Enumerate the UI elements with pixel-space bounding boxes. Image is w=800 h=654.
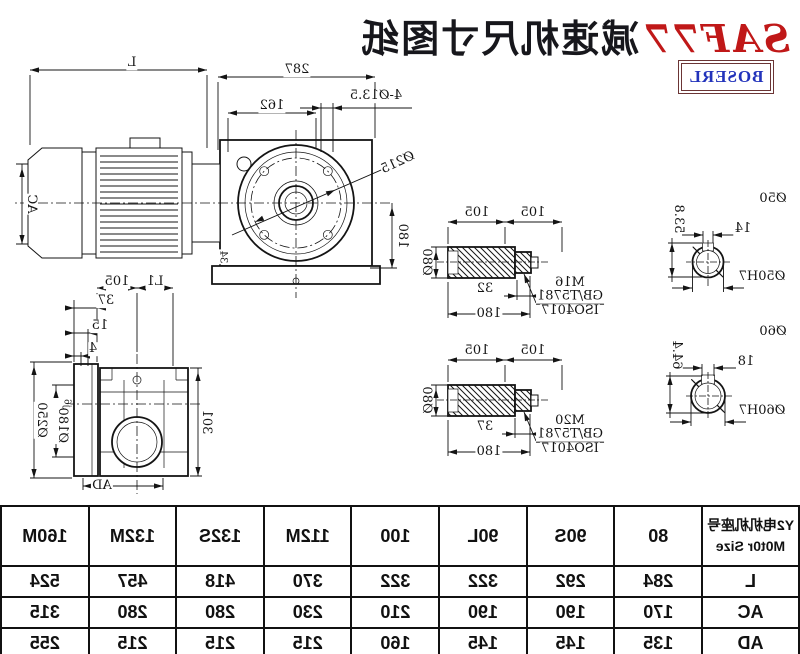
header-line1: Y2电机机座号 <box>706 517 795 533</box>
cell-AC-6: 280 <box>88 597 177 628</box>
table-header-row: Y2电机机座号 M0t0r Size 80 90S 90L 100 112M 1… <box>1 506 799 566</box>
m16-standard-label: GB/T5781 <box>535 288 605 305</box>
bore60-title: Ø60 <box>758 324 788 340</box>
col-100: 100 <box>351 506 440 566</box>
dim-flange-length: 162 <box>258 98 286 114</box>
dim-center-height: 180 <box>394 222 410 250</box>
cell-L-5: 418 <box>176 566 264 597</box>
cell-AD-3: 160 <box>351 628 440 654</box>
cell-AC-3: 210 <box>351 597 440 628</box>
col-90l: 90L <box>439 506 527 566</box>
out-d4: 4 <box>87 341 99 357</box>
out-seg: 105 <box>103 274 131 290</box>
cell-L-7: 524 <box>1 566 89 597</box>
col-90s: 90S <box>526 506 615 566</box>
row-label-AD: AD <box>702 628 799 654</box>
bore50-bore: Ø50H7 <box>737 269 787 285</box>
table-row-L: L 284 292 322 322 370 418 457 524 <box>1 566 799 597</box>
cell-AC-1: 190 <box>526 597 615 628</box>
cell-AC-0: 170 <box>614 597 702 628</box>
m16-diameter: Ø80 <box>418 247 434 277</box>
col-132m: 132M <box>88 506 177 566</box>
m20-standard-label: GB/T5781 <box>535 426 605 443</box>
m16-seg-a: 105 <box>519 205 547 221</box>
col-132s: 132S <box>176 506 264 566</box>
cell-AC-5: 280 <box>176 597 264 628</box>
out-spigot-diameter: Ø180j6 <box>55 397 72 445</box>
m16-thread-length: 32 <box>475 281 495 297</box>
m20-thread-length: 37 <box>475 419 495 435</box>
cell-L-0: 284 <box>614 566 702 597</box>
m20-seg-a: 105 <box>519 343 547 359</box>
out-flange-diameter: Ø250 <box>33 401 49 439</box>
cell-AD-2: 145 <box>439 628 527 654</box>
bore60-keyway-width: 18 <box>736 354 756 370</box>
cell-L-3: 322 <box>351 566 440 597</box>
out-width: AD <box>91 478 113 494</box>
m20-seg-b: 105 <box>463 343 491 359</box>
dim-total-length: L <box>126 55 138 71</box>
dim-gear-length: 287 <box>283 62 311 78</box>
m16-length: 180 <box>475 306 503 322</box>
table-row-AC: AC 170 190 190 210 230 280 280 315 <box>1 597 799 628</box>
bore50-title: Ø50 <box>758 191 788 207</box>
out-height: 301 <box>198 408 214 436</box>
out-l1: L1 <box>145 274 165 290</box>
cell-AD-5: 215 <box>176 628 264 654</box>
cell-L-6: 457 <box>88 566 177 597</box>
row-label-L: L <box>702 566 799 597</box>
bore60-bore: Ø60H7 <box>737 403 787 419</box>
m20-iso-label: ISO4017 <box>540 441 600 457</box>
cell-AD-6: 215 <box>88 628 177 654</box>
cell-AC-2: 190 <box>439 597 527 628</box>
header-line2: M0t0r Size <box>715 538 786 554</box>
cell-AD-4: 215 <box>263 628 352 654</box>
cell-L-4: 370 <box>263 566 352 597</box>
out-d37: 37 <box>96 293 116 309</box>
m16-seg-b: 105 <box>463 205 491 221</box>
dim-motor-diameter: AC <box>23 193 39 215</box>
bore50-keyway-width: 14 <box>733 221 753 237</box>
cell-L-1: 292 <box>526 566 615 597</box>
cell-L-2: 322 <box>439 566 527 597</box>
cell-AD-1: 145 <box>526 628 615 654</box>
col-80: 80 <box>614 506 702 566</box>
motor-dimension-table: Y2电机机座号 M0t0r Size 80 90S 90L 100 112M 1… <box>0 505 800 654</box>
out-d15: 15 <box>90 318 110 334</box>
spigot-tolerance: j6 <box>61 398 72 408</box>
cell-AC-7: 315 <box>1 597 89 628</box>
cell-AD-7: 255 <box>1 628 89 654</box>
dim-chamfer: 34 <box>216 249 229 265</box>
m16-iso-label: ISO4017 <box>540 303 600 319</box>
col-160m: 160M <box>1 506 89 566</box>
table-header-cell: Y2电机机座号 M0t0r Size <box>702 506 799 566</box>
m20-length: 180 <box>475 444 503 460</box>
cell-AD-0: 135 <box>614 628 702 654</box>
row-label-AC: AC <box>702 597 799 628</box>
m20-diameter: Ø80 <box>418 385 434 415</box>
table-row-AD: AD 135 145 145 160 215 215 215 255 <box>1 628 799 654</box>
col-112m: 112M <box>263 506 352 566</box>
bore50-keyway-depth: 53.8 <box>670 203 686 235</box>
technical-drawing <box>12 67 746 494</box>
bore60-keyway-depth: 64.4 <box>668 339 684 371</box>
cell-AC-4: 230 <box>263 597 352 628</box>
dim-mounting-holes: 4-Ø13.5 <box>348 88 404 104</box>
